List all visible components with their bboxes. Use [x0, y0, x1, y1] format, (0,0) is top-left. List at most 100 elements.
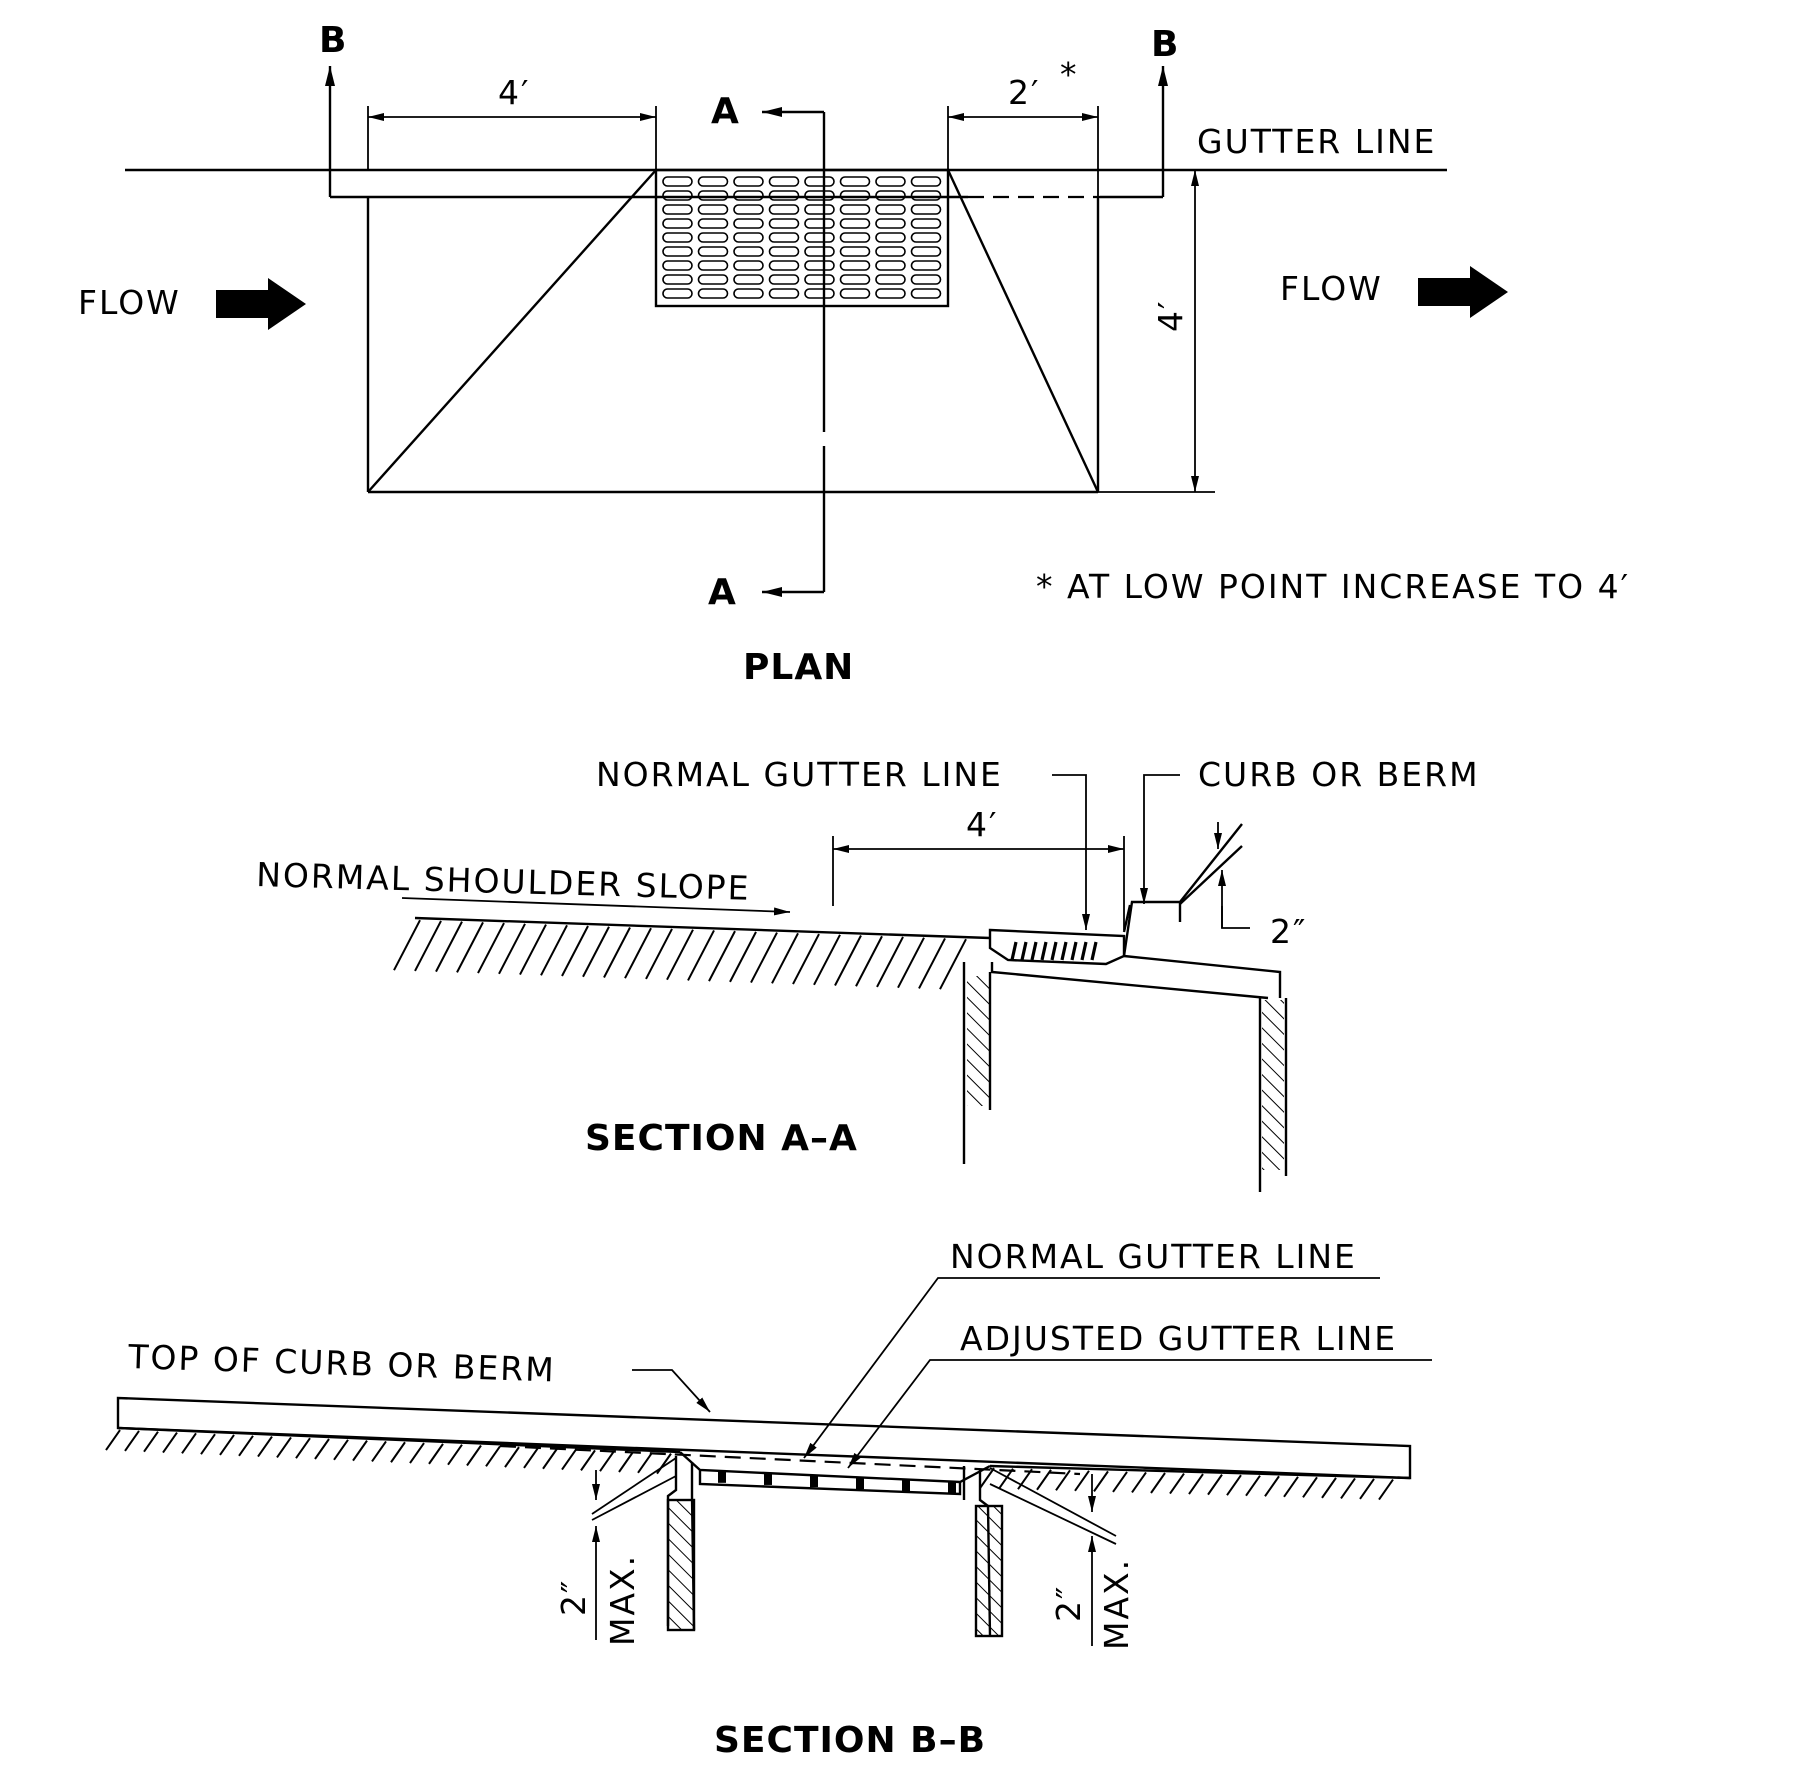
hatch-line [414, 920, 442, 972]
grate-slot [910, 288, 942, 299]
grate-slot [804, 176, 835, 187]
hatch-line [504, 1446, 520, 1468]
hatch-line [143, 1431, 159, 1453]
grate-slot [768, 190, 800, 201]
hatch-line [390, 1441, 406, 1463]
hatch-line [624, 927, 652, 979]
grate-slot [697, 176, 729, 187]
bb-dim-right-taper2 [989, 1483, 1117, 1545]
hatch-line [771, 932, 799, 984]
hatch-line [603, 927, 631, 978]
grate-slot [662, 176, 693, 187]
hatch-line [456, 921, 484, 973]
low-point-note: * AT LOW POINT INCREASE TO 4′ [1036, 567, 1630, 606]
bb-dim-left-max: MAX. [603, 1554, 642, 1646]
bb-adjusted-gutter-line-label: ADJUSTED GUTTER LINE [960, 1319, 1397, 1358]
hatch-line [1188, 1473, 1204, 1495]
section-b-b: NORMAL GUTTER LINE ADJUSTED GUTTER LINE … [105, 1237, 1432, 1761]
hatch-line [1226, 1474, 1242, 1496]
aa-curb-slope [1122, 904, 1132, 933]
hatch-line [582, 926, 610, 978]
flow-label-right: FLOW [1280, 269, 1383, 308]
grate-slot [733, 204, 764, 215]
bb-grate [698, 1470, 962, 1496]
grate-slot [768, 274, 800, 285]
hatch-line [1302, 1476, 1318, 1498]
grate-slot [768, 260, 800, 271]
grate-slot [662, 218, 693, 229]
grate-slot [910, 232, 942, 243]
aa-shoulder-slope-arrow [401, 897, 791, 916]
hatch-line [580, 1449, 596, 1471]
grate-slot [733, 260, 764, 271]
hatch-line [666, 929, 694, 981]
bb-dim-right-value: 2″ [1049, 1585, 1088, 1622]
bb-top-of-curb-label: TOP OF CURB OR BERM [127, 1337, 557, 1389]
hatch-line [257, 1436, 273, 1458]
grate-slot [662, 274, 693, 285]
hatch-line [1378, 1478, 1394, 1501]
grate-slot [804, 274, 835, 285]
hatch-line [540, 924, 568, 976]
grate-slot [804, 288, 835, 299]
hatch-line [181, 1432, 197, 1454]
grate-bar [1040, 941, 1048, 961]
bb-adjusted-gutter [679, 1451, 991, 1484]
aa-dim-width-label: 4′ [966, 805, 999, 844]
grate-slot [804, 246, 835, 257]
hatch-line [618, 1451, 634, 1473]
hatch-line [1264, 1475, 1280, 1497]
grate-slot [662, 288, 693, 299]
grate-slot [733, 176, 764, 187]
hatch-line [918, 937, 946, 989]
section-mark-a-bottom: A [708, 572, 736, 613]
grate-slot [662, 260, 693, 271]
dim-right-note-mark: * [1060, 55, 1079, 94]
hatch-line [124, 1430, 140, 1452]
hatch-line [105, 1429, 121, 1451]
grate-slot [697, 190, 729, 201]
hatch-line [352, 1440, 368, 1462]
section-mark-b-left: B [319, 20, 346, 61]
grate-slot [768, 176, 800, 187]
grate-bar [764, 1472, 772, 1485]
hatch-line [371, 1440, 387, 1463]
grate-slot [910, 246, 942, 257]
hatch-line [1283, 1476, 1299, 1498]
grate-slot [733, 246, 764, 257]
grate-slot [875, 176, 906, 187]
hatch-line [1359, 1478, 1375, 1500]
hatch-line [409, 1442, 425, 1464]
hatch-line [447, 1444, 463, 1466]
grate-slot [910, 260, 942, 271]
dim-right-label: 2′ [1008, 73, 1041, 112]
hatch-line [834, 935, 862, 986]
bb-ground-left [117, 1426, 681, 1454]
flow-arrow-icon [216, 278, 306, 330]
grate-slot [875, 218, 906, 229]
grate-slot [839, 218, 871, 229]
hatch-line [561, 925, 589, 977]
grate-slot [839, 246, 871, 257]
grate-slot [697, 204, 729, 215]
grate-slot [839, 204, 871, 215]
hatch-line [498, 923, 526, 975]
aa-normal-shoulder-slope-label: NORMAL SHOULDER SLOPE [256, 855, 751, 908]
bb-top-of-curb-leader [632, 1369, 711, 1413]
hatch-line [1074, 1470, 1090, 1492]
hatch-line [1055, 1469, 1071, 1491]
flow-label-left: FLOW [78, 283, 181, 322]
grate-slot [662, 190, 693, 201]
hatch-line [162, 1431, 178, 1454]
grate-slot [768, 232, 800, 243]
grate-slot [910, 190, 942, 201]
bb-dim-right-taper [989, 1467, 1117, 1537]
hatch-line [1169, 1472, 1185, 1495]
bb-dim-left-value: 2″ [554, 1579, 593, 1616]
grate-bar [1070, 941, 1078, 961]
grate-slot [910, 218, 942, 229]
bb-dim-left-taper2 [591, 1475, 677, 1521]
bb-dim-left-taper [591, 1457, 677, 1515]
bb-ground-hatch [105, 1429, 1394, 1501]
aa-curb-or-berm-label: CURB OR BERM [1198, 755, 1480, 794]
